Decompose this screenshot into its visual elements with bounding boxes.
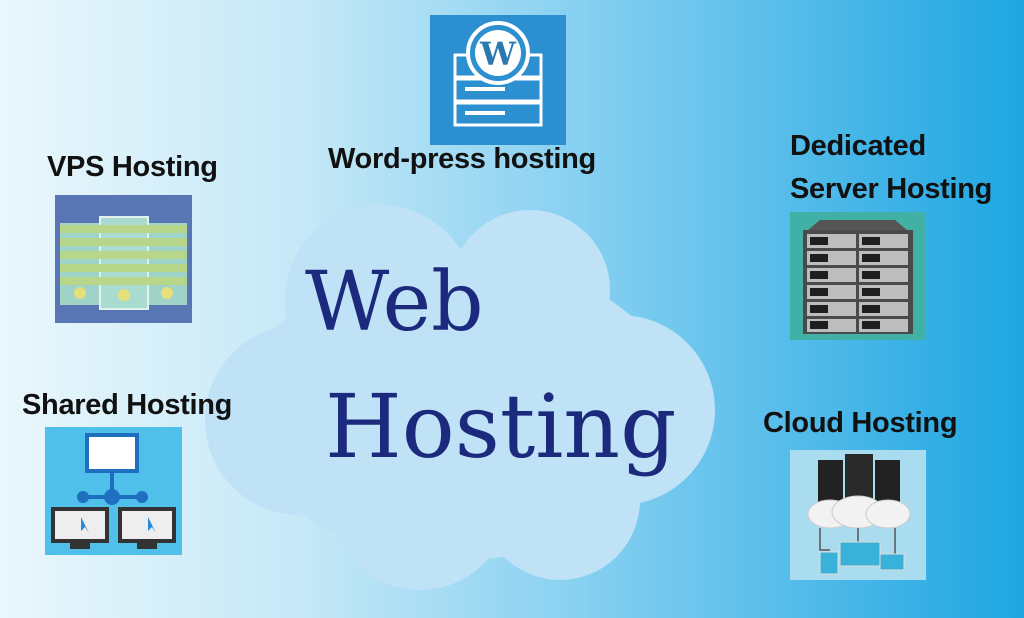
wordpress-hosting-label: Word-press hosting xyxy=(328,143,596,175)
network-computers-icon xyxy=(45,427,182,555)
shared-hosting-label: Shared Hosting xyxy=(22,389,233,421)
title-web: Web xyxy=(305,255,484,350)
dedicated-label-line2: Server Hosting xyxy=(790,173,993,205)
cloud-hosting-label: Cloud Hosting xyxy=(763,407,958,439)
cloud-servers-icon xyxy=(790,450,926,580)
svg-text:W: W xyxy=(479,35,517,73)
vps-server-icon xyxy=(55,195,192,323)
title-hosting: Hosting xyxy=(325,375,677,478)
wordpress-server-icon: W xyxy=(430,15,566,145)
server-rack-icon xyxy=(790,212,925,340)
dedicated-label-line1: Dedicated xyxy=(790,130,926,162)
vps-hosting-label: VPS Hosting xyxy=(47,151,218,183)
